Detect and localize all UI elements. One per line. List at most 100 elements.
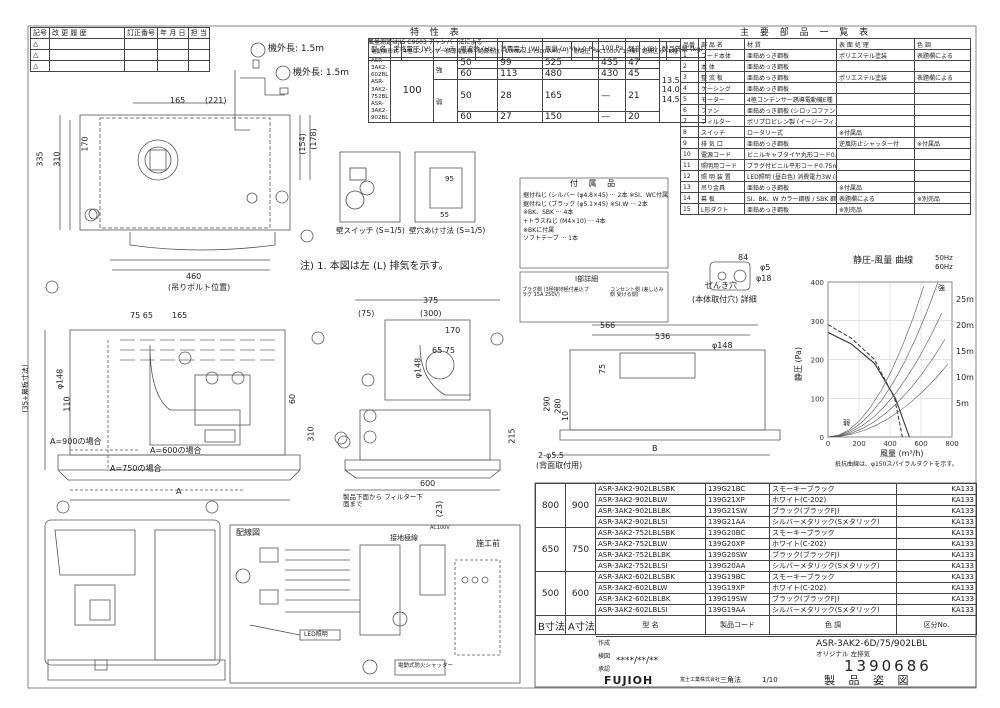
dim-label: 600 (420, 479, 436, 488)
model-cell: KA133 (896, 593, 977, 605)
plug-detail-left: プラグ側 (3極接地極付差込プラグ 15A 250V) (522, 287, 589, 298)
dim-label: (178) (308, 128, 318, 150)
cord-length: 機外長: 1.5m (268, 44, 324, 54)
model-cell: KA133 (896, 494, 977, 506)
chart-series-line (827, 324, 903, 438)
parts-cell: 亜鉛めっき鋼板 (744, 203, 837, 215)
top-view (59, 59, 311, 271)
model-cell: ASR-3AK2-902LBLW (595, 494, 706, 506)
dim-label: A=600の場合 (150, 446, 202, 455)
curve-title: 静圧-風量 曲線 (853, 256, 914, 266)
model-cell: 139G20BC (705, 527, 770, 539)
chart-y-tick: 200 (811, 357, 824, 365)
spec-table-title: 特 性 表 (410, 28, 463, 38)
dim-label: φ148 (55, 368, 65, 390)
chart-x-tick: 200 (852, 440, 865, 448)
dim-label: φ148 (712, 341, 733, 350)
model-cell: KA133 (896, 516, 977, 528)
duct-label: 25m (956, 295, 974, 304)
wiring-ac: AC100V (430, 525, 450, 531)
spec-model: ASR-3AK2-602BL (371, 58, 389, 79)
dim-label: 10 (561, 410, 571, 422)
model-cell: 139G19XP (705, 582, 770, 594)
spec-hz: 60 (457, 111, 499, 124)
callout-balloons (45, 42, 504, 675)
parts-cell (914, 203, 971, 215)
model-cell: 139G20SW (705, 549, 770, 561)
accessory-line: ※BKに付属 (523, 226, 555, 234)
accessories-title: 付 属 品 (570, 179, 620, 188)
accessory-line: ソフトテープ ··· 1本 (523, 235, 578, 243)
spec-db: 21 (625, 78, 660, 113)
curve-legend-60: 60Hz (935, 263, 953, 271)
duct-label: 10m (956, 373, 974, 382)
dim-label: 165 (172, 311, 188, 320)
model-cell: 139G19BC (705, 571, 770, 583)
model-cell: ASR-3AK2-752LBLSBK (595, 527, 706, 539)
switch-dim: 55 (440, 211, 449, 219)
model-cell: 139G19SW (705, 593, 770, 605)
model-cell: スモーキーブラック (769, 483, 897, 495)
model-cell: 139G19AA (705, 604, 770, 616)
model-cell: ASR-3AK2-602LBLSI (595, 604, 706, 616)
model-cell: スモーキーブラック (769, 571, 897, 583)
switch-dim: 95 (445, 175, 454, 183)
spec-weight: 13.5 (661, 75, 680, 85)
accessory-line: +トラスねじ (M4×10) ··· 4本 (523, 218, 606, 226)
curve-legend-50: 50Hz (935, 254, 953, 262)
model-cell: KA133 (896, 582, 977, 594)
model-cell: シルバーメタリック(Sメタリック) (769, 604, 897, 616)
fan-outlet-icon (137, 139, 179, 181)
doc-title: 製 品 姿 図 (824, 674, 914, 687)
model-dim-b: 500 (535, 571, 566, 616)
model-cell: ASR-3AK2-902LBLSBK (595, 483, 706, 495)
model-cell: ASR-3AK2-752LBLW (595, 538, 706, 550)
curve-weak: 弱 (843, 419, 850, 427)
dim-label: 536 (655, 332, 671, 341)
dim-label: 75 (598, 363, 608, 375)
spec-insulation-label: 絶縁抵抗 (475, 41, 504, 61)
louver-grid (120, 339, 275, 361)
drawing-number: 1390686 (844, 657, 932, 675)
dim-label: 290 (542, 396, 552, 412)
wiring-diagram (229, 524, 521, 684)
dim-label: (吊りボルト位置) (168, 283, 231, 292)
accessory-line: ※BK、SBK ··· 4本 (523, 209, 574, 217)
dim-label: φ18 (756, 274, 772, 283)
parts-table-title: 主 要 部 品 一 覧 表 (740, 28, 873, 38)
spec-voltage-value: AC1000V 1分間 (592, 41, 640, 61)
wiring-install: 施工前 (476, 539, 500, 548)
dim-label: 110 (62, 396, 72, 412)
title-label: 承認 (598, 666, 611, 673)
accessory-line: 据付ねじ (シルバー (φ4.8×45) ··· 2本 ※SI、WC付属 (523, 192, 668, 199)
chart-duct-curve (827, 286, 924, 438)
model-dim-a: 900 (565, 483, 596, 528)
model-cell: ホワイト(C-202) (769, 494, 897, 506)
spec-note: 風量測定はJIS C9603 チャンバー法による (368, 39, 483, 46)
model-name: ASR-3AK2-6D/75/902LBL (816, 639, 928, 649)
drawing-note: 注) 1. 本図は左 (L) 排気を示す。 (300, 261, 449, 272)
dim-label: (154) (297, 133, 307, 155)
chart-y-tick: 300 (811, 318, 824, 326)
dim-label: 65 75 (432, 346, 455, 355)
spec-q100: — (598, 111, 627, 124)
wiring-title: 配線図 (236, 528, 260, 537)
model-cell: KA133 (896, 604, 977, 616)
model-cell: 139G21AA (705, 516, 770, 528)
model-cell: スモーキーブラック (769, 527, 897, 539)
model-cell: ASR-3AK2-752LBLSI (595, 560, 706, 572)
wiring-shutter: 電動式防火シャッター (398, 663, 454, 669)
chart-x-tick: 400 (883, 440, 896, 448)
dim-label: 566 (600, 321, 616, 330)
accessories-box (519, 177, 669, 269)
spec-hz: 50 (457, 78, 499, 113)
plug-detail-box (519, 271, 669, 323)
